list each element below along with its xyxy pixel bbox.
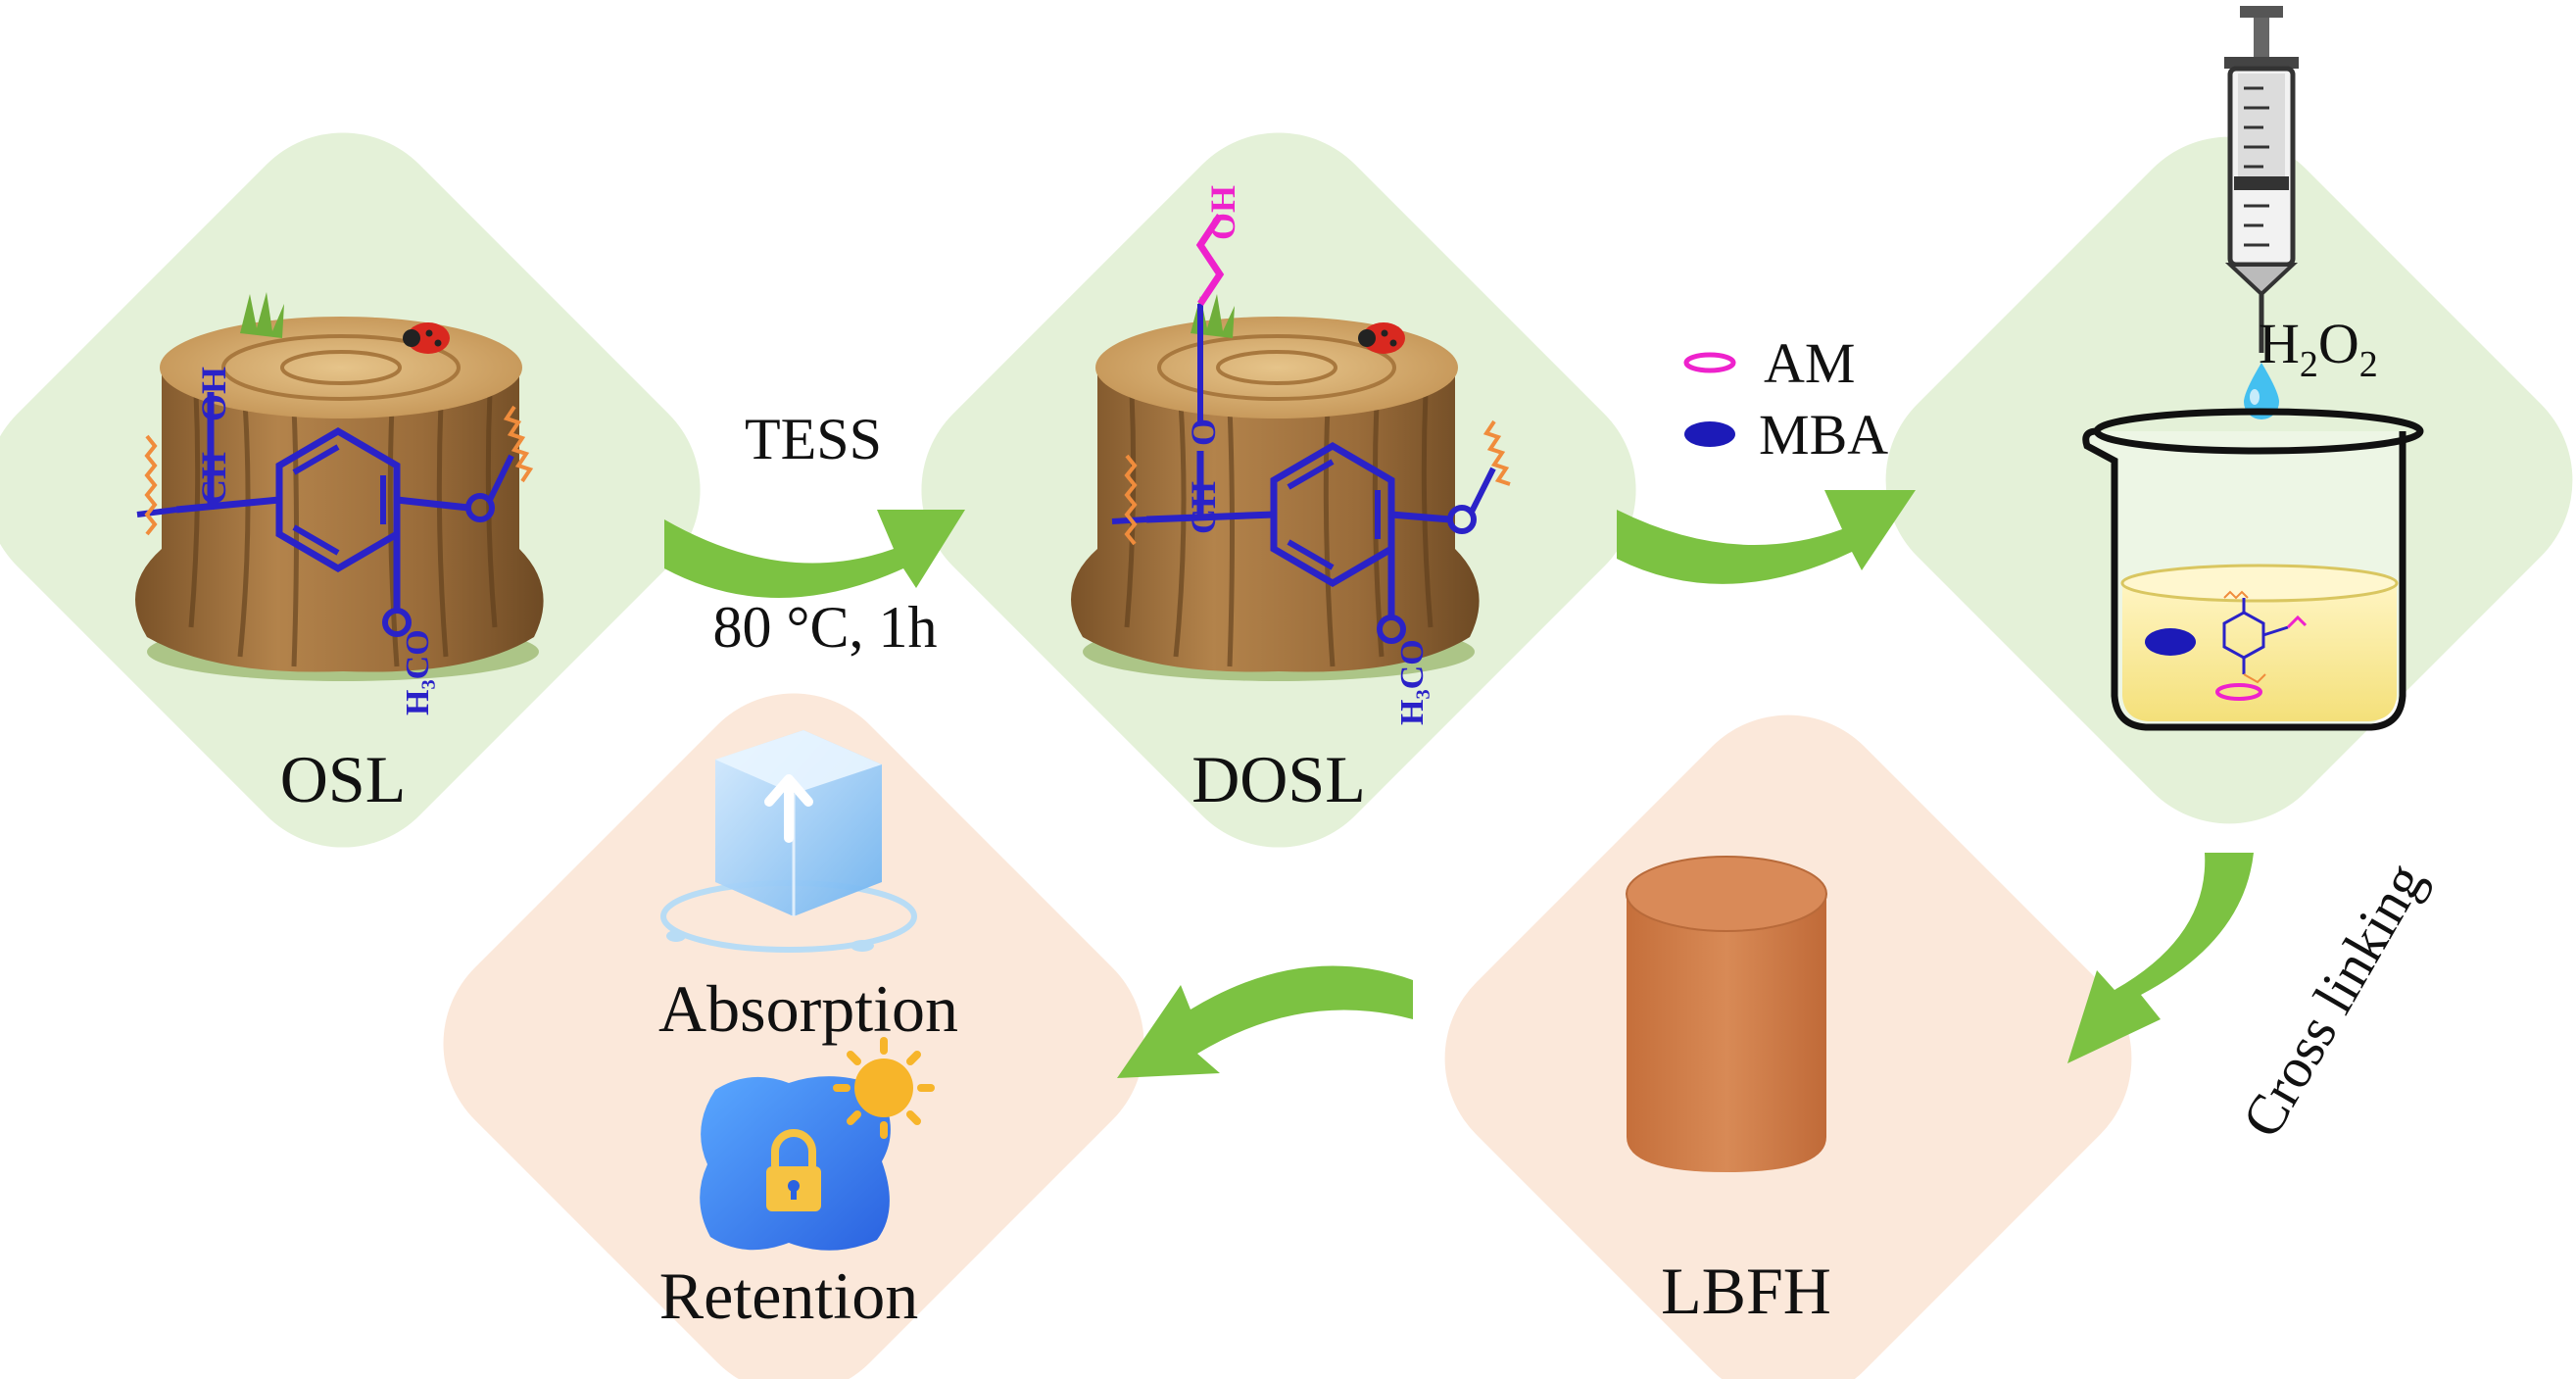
lock-retention-icon: [700, 1076, 891, 1251]
osl-oh-label: OH: [194, 367, 233, 421]
ice-cube-icon: [660, 730, 917, 953]
legend-label-mba: MBA: [1759, 403, 1888, 467]
syringe-icon: [2224, 6, 2299, 419]
legend: AM MBA: [1683, 331, 1888, 467]
tile-applications: [443, 693, 1144, 1379]
dosl-label: DOSL: [1191, 742, 1366, 816]
retention-label: Retention: [659, 1258, 918, 1333]
tree-stump-osl: [135, 292, 544, 681]
dosl-h3co-label: H₃CO: [1394, 639, 1431, 725]
legend-label-am: AM: [1764, 331, 1855, 395]
dosl-oh-label: OH: [1203, 185, 1242, 240]
lignin-structure-osl: CH OH H₃CO: [136, 367, 534, 715]
arrow-step2: [1617, 490, 1916, 584]
legend-marker-am: [1683, 352, 1736, 373]
hydrogel-cylinder-icon: [1626, 856, 1827, 1172]
osl-label: OSL: [280, 742, 406, 816]
dosl-ch-label: CH: [1184, 481, 1223, 534]
beaker-icon: [2082, 408, 2424, 731]
osl-h3co-label: H₃CO: [400, 629, 436, 715]
lbfh-label: LBFH: [1661, 1254, 1831, 1328]
legend-marker-mba: [1684, 421, 1735, 447]
sun-icon: [833, 1037, 935, 1139]
tess-label: TESS: [745, 407, 882, 471]
osl-ch-label: CH: [194, 452, 233, 505]
arrow-step3: [2067, 853, 2254, 1063]
condition-label: 80 °C, 1h: [712, 595, 937, 660]
arrow-step1: [664, 510, 965, 598]
absorption-label: Absorption: [658, 971, 958, 1046]
arrow-step4: [1117, 965, 1413, 1078]
cross-linking-label: Cross linking: [2229, 852, 2437, 1148]
h2o2-label: H2O2: [2259, 312, 2378, 385]
dosl-o-label: O: [1184, 419, 1223, 446]
lignin-structure-dosl: CH O OH H₃CO: [1111, 185, 1511, 725]
